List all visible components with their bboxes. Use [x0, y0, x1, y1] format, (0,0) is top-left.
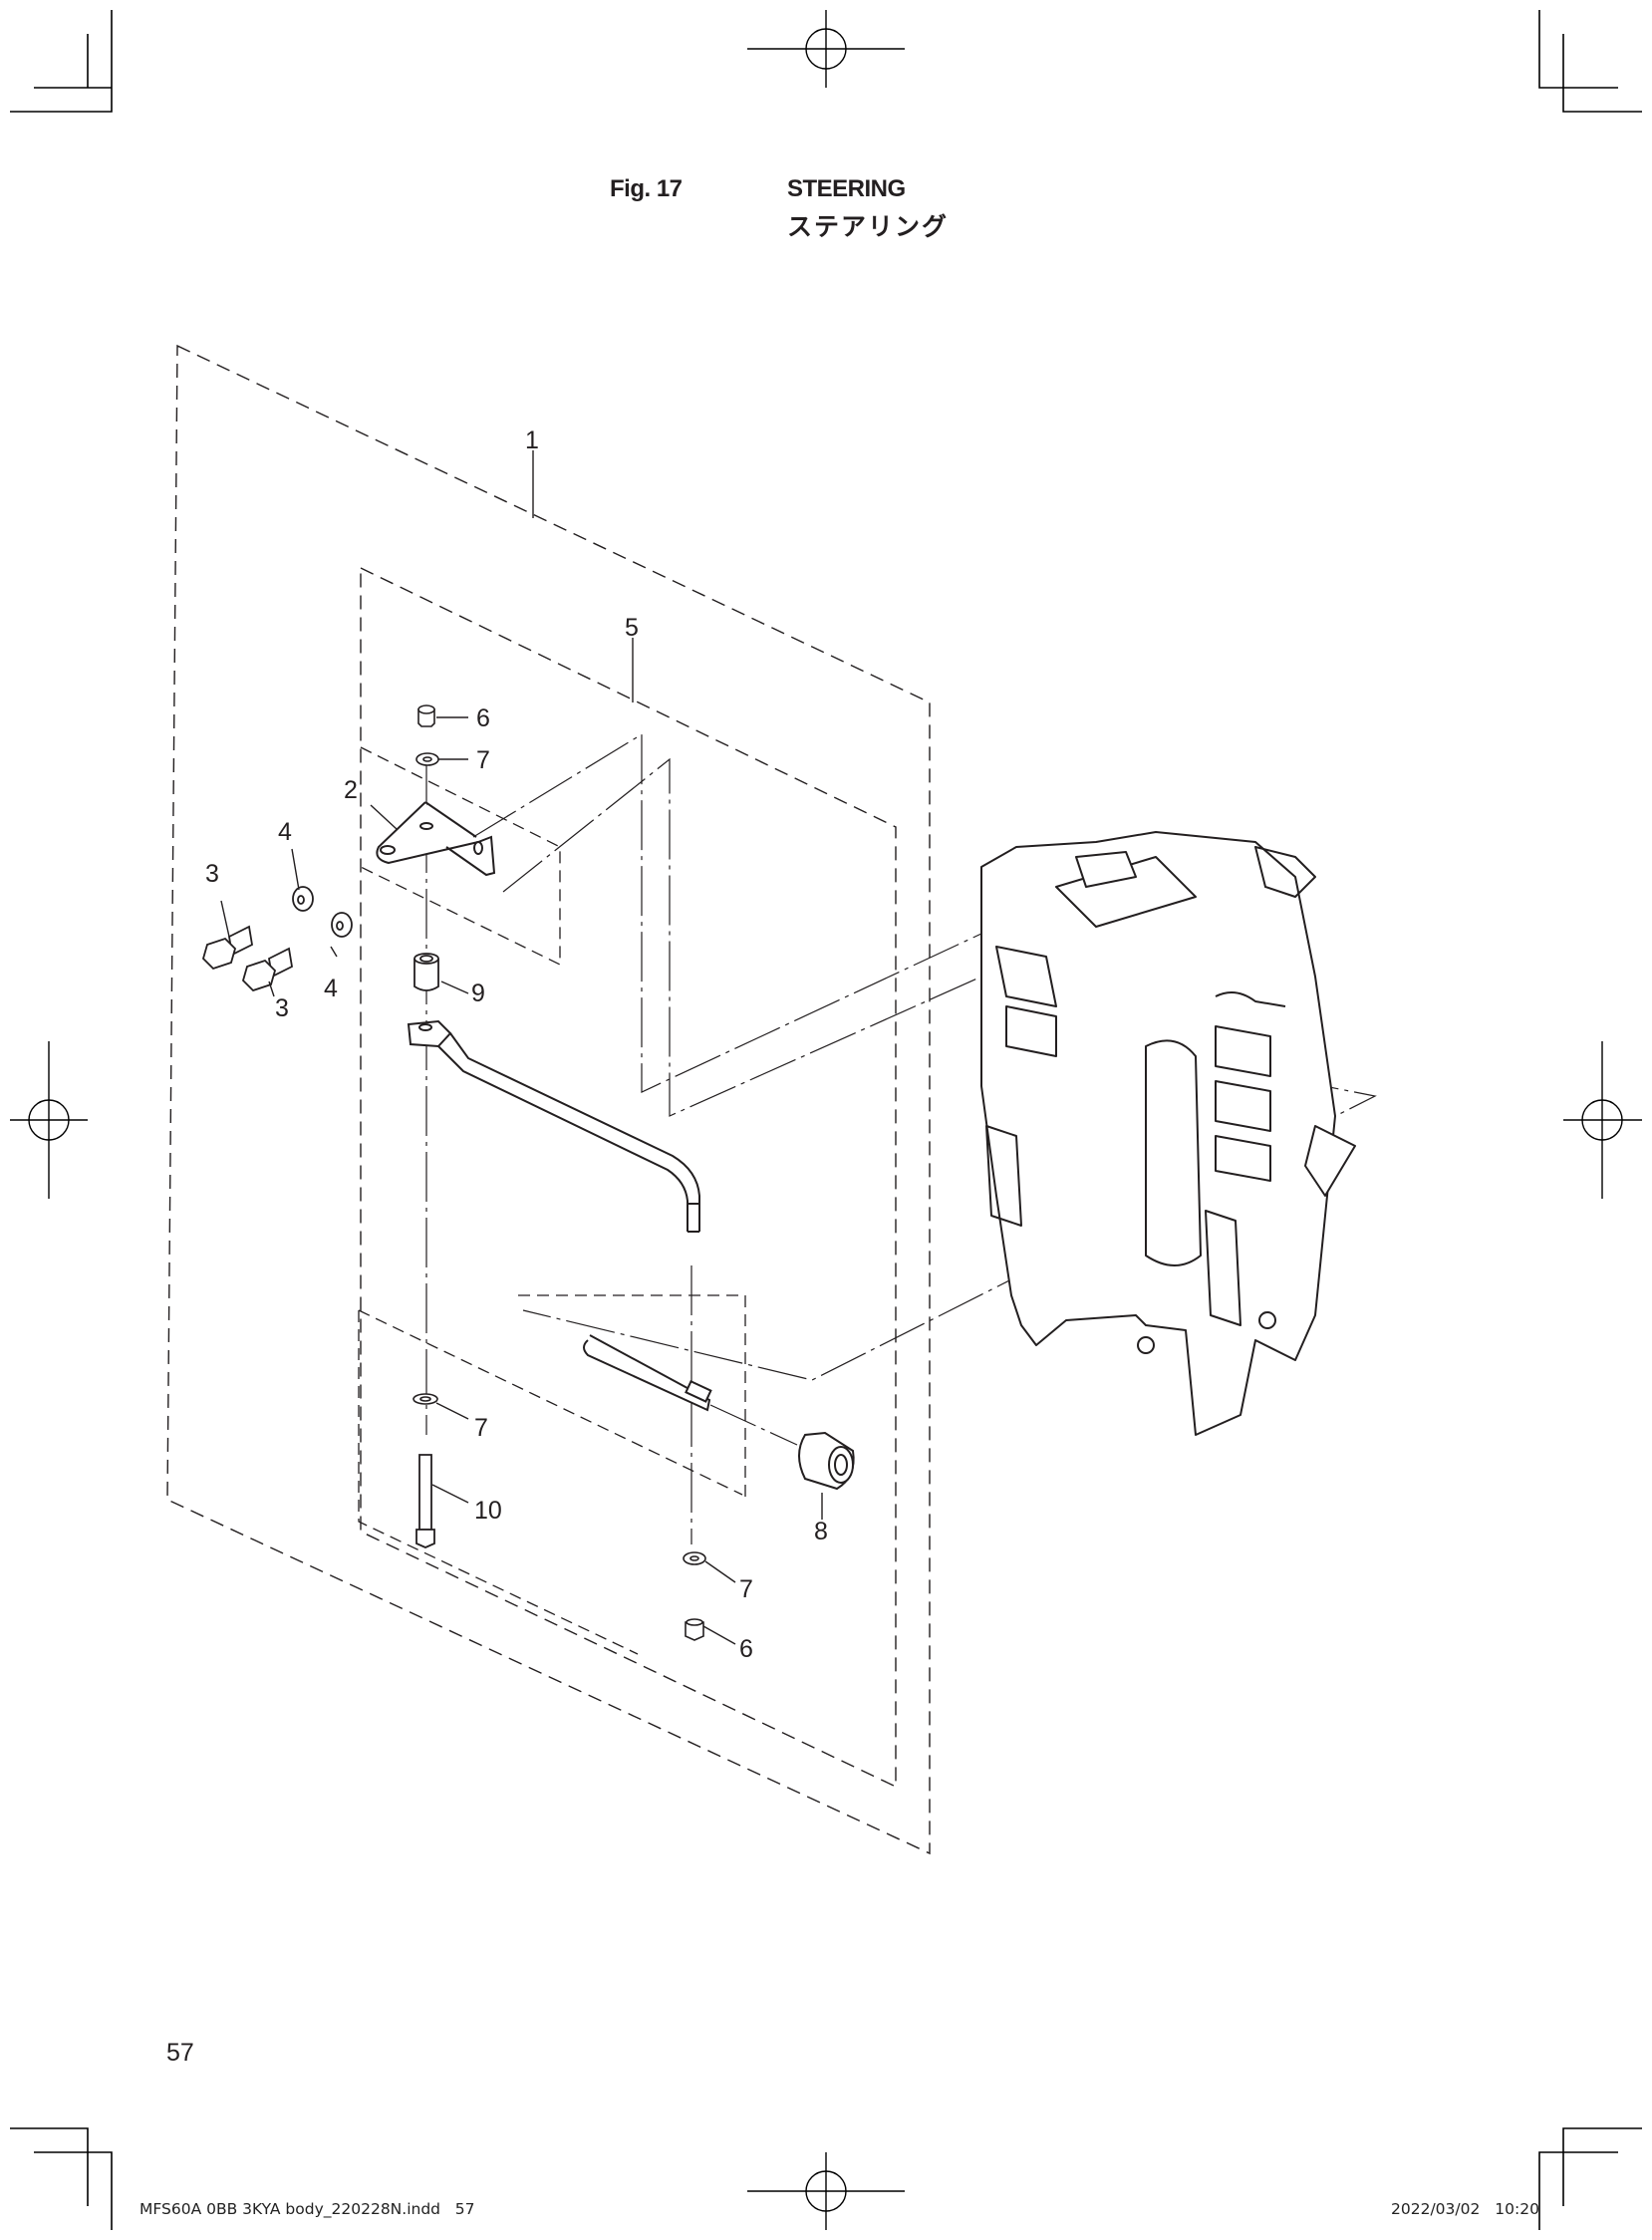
bolt-3 [201, 925, 293, 992]
page-title-japanese: ステアリング [787, 212, 950, 241]
crop-marks [10, 10, 1642, 2230]
callout-7: 7 [474, 1414, 488, 1442]
callout-4: 4 [324, 975, 338, 1002]
callout-labels: 1 5 6 7 2 4 3 4 3 9 7 10 8 7 6 [205, 426, 828, 1663]
leader-lines [220, 450, 823, 1645]
bracket-2 [376, 801, 496, 877]
washer-4 [292, 886, 353, 938]
washer-7-top [415, 752, 439, 766]
registration-marks [10, 10, 1642, 2230]
callout-9: 9 [471, 980, 485, 1007]
callout-8: 8 [814, 1518, 828, 1545]
washer-7-left [413, 1393, 438, 1405]
page-number: 57 [166, 2039, 194, 2067]
washer-7-right [683, 1551, 706, 1565]
tilt-pin [583, 1334, 712, 1412]
assembly-box-5 [360, 566, 897, 1789]
assembly-box-1 [166, 344, 931, 1855]
steering-link-rod [407, 1019, 700, 1233]
callout-7: 7 [739, 1575, 753, 1603]
lower-box [358, 1310, 639, 1655]
callout-6: 6 [476, 704, 490, 732]
nut-6-bottom [685, 1618, 704, 1641]
callout-4: 4 [278, 818, 292, 846]
clamp-bracket-assembly [980, 831, 1356, 1436]
collar-9 [413, 953, 439, 991]
callout-6: 6 [739, 1635, 753, 1663]
callout-3: 3 [205, 860, 219, 888]
callout-7: 7 [476, 746, 490, 774]
callout-2: 2 [344, 776, 358, 804]
print-date: 2022/03/02 [1391, 2200, 1481, 2218]
callout-5: 5 [625, 614, 639, 642]
print-time: 10:20 [1495, 2200, 1539, 2218]
bolt-10 [415, 1454, 435, 1548]
cap-8 [798, 1431, 855, 1491]
callout-3: 3 [275, 994, 289, 1022]
nut-6-top [417, 704, 435, 727]
callout-10: 10 [474, 1497, 502, 1525]
figure-number: Fig. 17 [610, 175, 683, 202]
callout-1: 1 [525, 426, 539, 454]
page-title: STEERING [787, 175, 906, 202]
pin-box [358, 1294, 746, 1500]
print-slug: MFS60A 0BB 3KYA body_220228N.indd 57 [139, 2200, 475, 2218]
print-timestamp: 2022/03/02 10:20 [1391, 2200, 1539, 2218]
